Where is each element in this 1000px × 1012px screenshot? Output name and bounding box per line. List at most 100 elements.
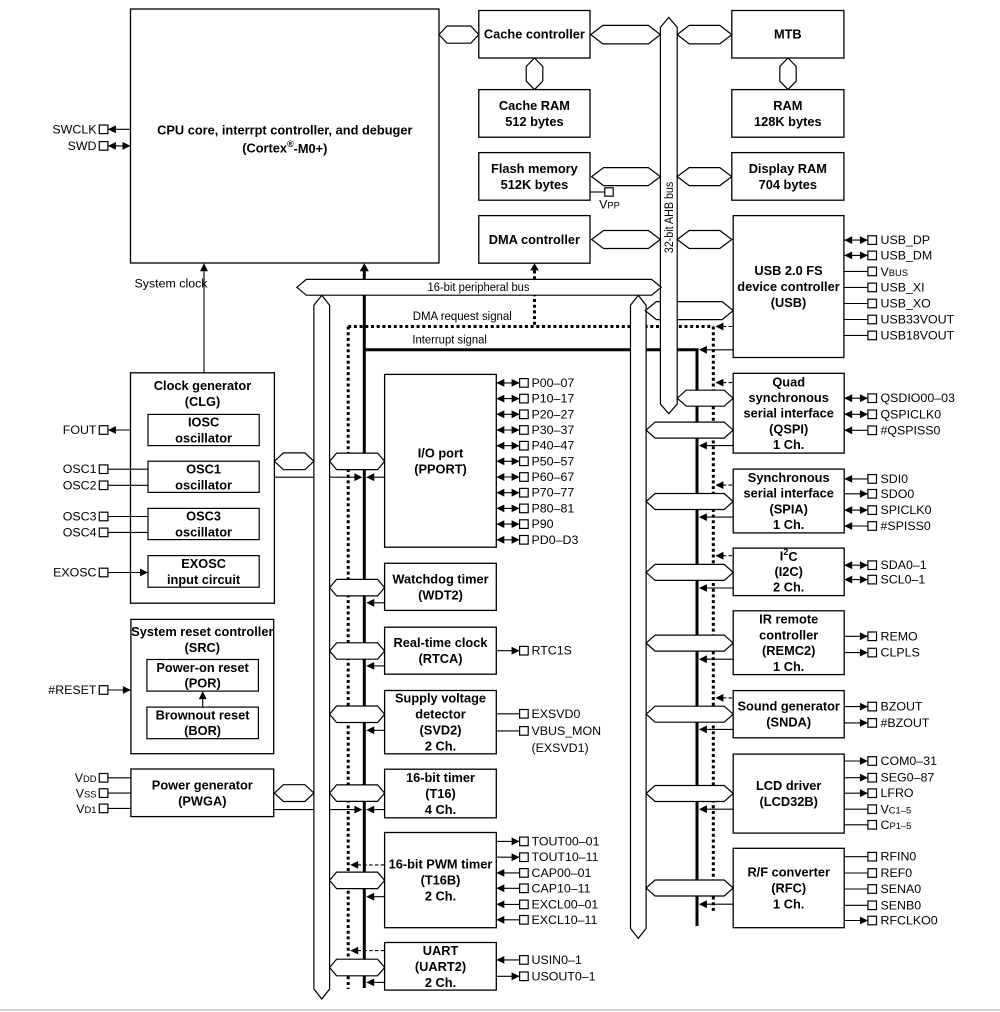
svg-text:(LCD32B): (LCD32B) <box>760 794 818 809</box>
svg-text:OSC1: OSC1 <box>63 462 97 476</box>
svg-text:Sound generator: Sound generator <box>738 699 840 714</box>
svg-text:R/F converter: R/F converter <box>747 865 830 880</box>
svg-text:(WDT2): (WDT2) <box>418 587 463 602</box>
svg-text:IOSC: IOSC <box>188 415 219 430</box>
svg-text:EXCL00–01: EXCL00–01 <box>532 897 599 911</box>
svg-text:512 bytes: 512 bytes <box>505 114 563 129</box>
svg-text:OSC1: OSC1 <box>186 461 221 476</box>
svg-text:COM0–31: COM0–31 <box>881 754 938 768</box>
svg-text:TOUT10–11: TOUT10–11 <box>532 850 599 864</box>
svg-text:(Cortex®-M0+): (Cortex®-M0+) <box>242 139 327 156</box>
svg-text:(I2C): (I2C) <box>774 564 802 579</box>
svg-text:System reset controller: System reset controller <box>131 624 273 639</box>
svg-text:#SPISS0: #SPISS0 <box>881 519 931 533</box>
svg-text:(RTCA): (RTCA) <box>418 651 462 666</box>
svg-text:MTB: MTB <box>774 27 802 42</box>
svg-text:CLPLS: CLPLS <box>881 646 920 660</box>
svg-text:(PWGA): (PWGA) <box>178 793 226 808</box>
svg-text:OSC2: OSC2 <box>63 478 97 492</box>
svg-text:Cache RAM: Cache RAM <box>499 98 570 113</box>
svg-text:(REMC2): (REMC2) <box>762 643 815 658</box>
svg-text:USB_DM: USB_DM <box>881 248 933 262</box>
svg-text:SPICLK0: SPICLK0 <box>881 503 932 517</box>
svg-text:16-bit peripheral bus: 16-bit peripheral bus <box>428 280 530 294</box>
svg-text:P00–07: P00–07 <box>532 376 575 390</box>
svg-text:DMA controller: DMA controller <box>489 232 580 247</box>
svg-text:(T16B): (T16B) <box>421 873 461 888</box>
svg-text:detector: detector <box>415 707 466 722</box>
svg-text:(BOR): (BOR) <box>184 723 221 738</box>
svg-text:Interrupt signal: Interrupt signal <box>412 332 487 346</box>
svg-text:VSS: VSS <box>76 787 97 801</box>
svg-text:4 Ch.: 4 Ch. <box>425 802 456 817</box>
svg-text:#RESET: #RESET <box>48 683 97 697</box>
svg-text:Flash memory: Flash memory <box>491 161 579 176</box>
svg-text:SDA0–1: SDA0–1 <box>881 558 927 572</box>
svg-text:P60–67: P60–67 <box>532 470 575 484</box>
svg-text:P40–47: P40–47 <box>532 439 575 453</box>
svg-text:P10–17: P10–17 <box>532 392 575 406</box>
svg-text:CP1–5: CP1–5 <box>881 818 912 832</box>
svg-text:SWD: SWD <box>68 139 97 153</box>
svg-text:CAP00–01: CAP00–01 <box>532 866 592 880</box>
svg-text:CPU core, interrpt controller,: CPU core, interrpt controller, and debug… <box>157 123 412 138</box>
svg-text:EXSVD0: EXSVD0 <box>532 707 581 721</box>
svg-text:FOUT: FOUT <box>63 423 97 437</box>
svg-text:EXOSC: EXOSC <box>53 566 96 580</box>
svg-text:(SNDA): (SNDA) <box>766 715 811 730</box>
svg-text:Display RAM: Display RAM <box>749 161 827 176</box>
svg-text:32-bit AHB bus: 32-bit AHB bus <box>662 182 676 254</box>
svg-text:USB_XI: USB_XI <box>881 280 925 294</box>
svg-text:QSDIO00–03: QSDIO00–03 <box>881 391 955 405</box>
svg-text:#BZOUT: #BZOUT <box>881 716 930 730</box>
svg-text:OSC3: OSC3 <box>186 509 221 524</box>
svg-text:RFCLKO0: RFCLKO0 <box>881 914 938 928</box>
svg-text:Watchdog timer: Watchdog timer <box>392 571 488 586</box>
svg-text:P70–77: P70–77 <box>532 486 575 500</box>
svg-text:Real-time clock: Real-time clock <box>394 635 489 650</box>
svg-text:Quad: Quad <box>772 374 805 389</box>
svg-text:(PPORT): (PPORT) <box>414 461 467 476</box>
svg-text:(RFC): (RFC) <box>771 881 806 896</box>
svg-text:OSC4: OSC4 <box>63 525 97 539</box>
svg-text:(SPIA): (SPIA) <box>769 501 807 516</box>
svg-text:synchronous: synchronous <box>749 390 829 405</box>
svg-text:oscillator: oscillator <box>175 431 232 446</box>
svg-text:SDI0: SDI0 <box>881 472 909 486</box>
svg-text:1 Ch.: 1 Ch. <box>773 437 804 452</box>
svg-text:1 Ch.: 1 Ch. <box>773 659 804 674</box>
svg-text:P80–81: P80–81 <box>532 501 575 515</box>
svg-text:(EXSVD1): (EXSVD1) <box>532 741 589 755</box>
svg-text:(CLG): (CLG) <box>185 394 221 409</box>
svg-text:(POR): (POR) <box>184 676 220 691</box>
svg-text:LCD driver: LCD driver <box>756 778 821 793</box>
svg-text:RFIN0: RFIN0 <box>881 850 917 864</box>
svg-text:RAM: RAM <box>773 98 802 113</box>
svg-text:1 Ch.: 1 Ch. <box>773 897 804 912</box>
svg-text:(SVD2): (SVD2) <box>420 723 462 738</box>
svg-text:controller: controller <box>759 627 818 642</box>
svg-text:16-bit PWM timer: 16-bit PWM timer <box>389 857 493 872</box>
svg-text:DMA request signal: DMA request signal <box>413 309 512 323</box>
svg-text:USB_XO: USB_XO <box>881 297 932 311</box>
svg-text:PD0–D3: PD0–D3 <box>532 533 579 547</box>
svg-text:2 Ch.: 2 Ch. <box>425 889 456 904</box>
svg-text:oscillator: oscillator <box>175 525 232 540</box>
svg-text:(USB): (USB) <box>771 295 807 310</box>
svg-text:REF0: REF0 <box>881 866 913 880</box>
svg-text:LFRO: LFRO <box>881 786 914 800</box>
svg-text:USB 2.0 FS: USB 2.0 FS <box>754 263 823 278</box>
svg-text:16-bit timer: 16-bit timer <box>406 770 475 785</box>
svg-text:USOUT0–1: USOUT0–1 <box>532 969 596 983</box>
svg-text:P30–37: P30–37 <box>532 423 575 437</box>
svg-text:P20–27: P20–27 <box>532 407 575 421</box>
svg-text:EXOSC: EXOSC <box>181 556 226 571</box>
svg-text:512K bytes: 512K bytes <box>501 177 569 192</box>
svg-text:serial interface: serial interface <box>744 486 834 501</box>
svg-text:input circuit: input circuit <box>167 572 241 587</box>
svg-text:CAP10–11: CAP10–11 <box>532 881 591 895</box>
svg-text:USIN0–1: USIN0–1 <box>532 953 582 967</box>
svg-text:System clock: System clock <box>135 276 209 290</box>
svg-text:Cache controller: Cache controller <box>484 27 585 42</box>
svg-text:RTC1S: RTC1S <box>532 644 572 658</box>
